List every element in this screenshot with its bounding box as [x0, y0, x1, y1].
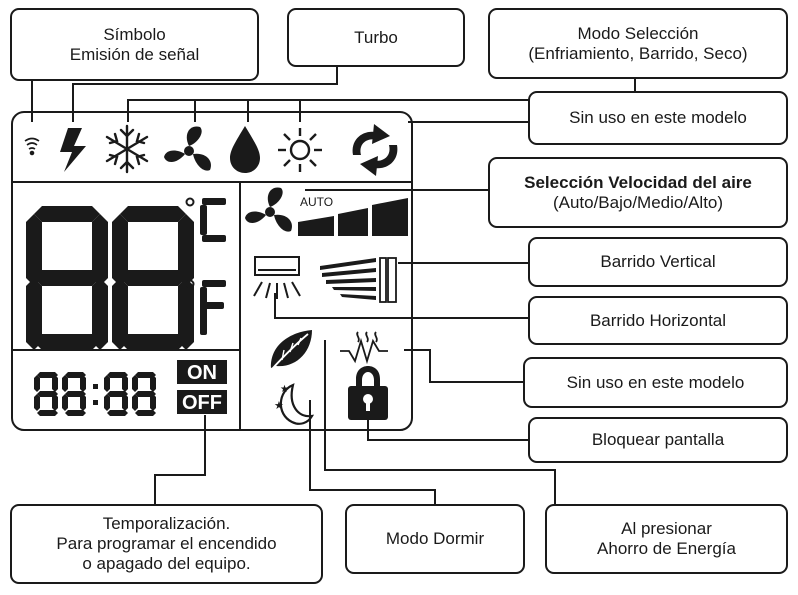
refresh-icon [352, 124, 398, 176]
label-fan-speed-title: Selección Velocidad del aire [524, 172, 752, 192]
label-mode-line-2: (Enfriamiento, Barrido, Seco) [528, 43, 748, 63]
signal-icon [24, 137, 40, 156]
label-timer-line-3: o apagado del equipo. [82, 554, 251, 573]
label-lock-line-1: Bloquear pantalla [591, 430, 725, 449]
leader-unused-2 [404, 349, 528, 383]
leader-timer [154, 415, 206, 505]
label-signal-line-1: Símbolo [103, 24, 166, 44]
label-signal: Símbolo Emisión de señal [10, 8, 259, 81]
fan-icon [164, 126, 211, 171]
fan-speed-bars [298, 198, 408, 236]
label-unused-1-line-1: Sin uso en este modelo [569, 108, 747, 127]
label-sleep: Modo Dormir [345, 504, 525, 574]
label-unused-2-line-1: Sin uso en este modelo [566, 372, 745, 392]
leader-turbo [72, 66, 338, 122]
sleep-icon: ★ ★ [274, 383, 315, 425]
label-timer: Temporalización. Para programar el encen… [10, 504, 323, 584]
off-label: OFF [182, 392, 222, 414]
label-vertical-swing: Barrido Vertical [528, 237, 788, 287]
temperature-digits [26, 206, 194, 350]
label-signal-line-2: Emisión de señal [69, 44, 200, 64]
celsius-symbol [185, 197, 226, 242]
label-turbo-line-1: Turbo [354, 27, 398, 47]
label-unused-1: Sin uso en este modelo [528, 91, 788, 145]
speed-bar-high [372, 198, 408, 236]
lcd-outline [11, 111, 413, 431]
timer-digits [34, 372, 156, 416]
svg-text:★: ★ [280, 384, 289, 395]
leader-sleep [309, 400, 436, 505]
label-mode: Modo Selección (Enfriamiento, Barrido, S… [488, 8, 788, 79]
speed-bar-medium [338, 208, 368, 236]
digit-1 [26, 206, 108, 350]
label-vertical-swing-line-1: Barrido Vertical [600, 252, 716, 271]
label-eco: Al presionar Ahorro de Energía [545, 504, 788, 574]
on-label: ON [187, 362, 217, 384]
label-horizontal-swing-line-1: Barrido Horizontal [589, 310, 727, 330]
label-eco-line-1: Al presionar [621, 519, 712, 538]
vertical-swing-icon [320, 257, 397, 303]
fahrenheit-symbol [185, 279, 226, 335]
speed-bar-low [298, 216, 334, 236]
label-eco-line-2: Ahorro de Energía [597, 539, 736, 558]
label-timer-line-2: Para programar el encendido [56, 534, 277, 553]
heater-icon [340, 331, 388, 365]
leader-lock [367, 405, 528, 441]
label-horizontal-swing: Barrido Horizontal [528, 296, 788, 345]
label-sleep-line-1: Modo Dormir [385, 529, 485, 548]
leader-horizontal [274, 293, 528, 319]
label-unused-2: Sin uso en este modelo [523, 357, 788, 408]
label-fan-speed: Selección Velocidad del aire (Auto/Bajo/… [488, 157, 788, 228]
label-timer-line-1: Temporalización. [102, 514, 231, 533]
lock-icon [348, 366, 388, 420]
label-turbo: Turbo [287, 8, 465, 67]
off-badge-bg [177, 390, 227, 414]
snowflake-icon [105, 124, 149, 174]
digit-2 [112, 206, 194, 350]
label-lock: Bloquear pantalla [528, 417, 788, 463]
leader-eco [324, 340, 556, 505]
label-fan-speed-sub: (Auto/Bajo/Medio/Alto) [552, 192, 724, 212]
lcd-panel [11, 111, 413, 431]
drop-icon [230, 126, 260, 173]
auto-label: AUTO [300, 195, 333, 209]
fan-speed-fan-icon [245, 187, 292, 232]
svg-text:★: ★ [274, 400, 284, 412]
on-badge-bg [177, 360, 227, 384]
label-mode-line-1: Modo Selección [577, 23, 699, 43]
sun-icon [278, 128, 322, 172]
horizontal-swing-icon [253, 256, 301, 299]
turbo-icon [60, 128, 86, 172]
leaf-icon [270, 330, 312, 370]
